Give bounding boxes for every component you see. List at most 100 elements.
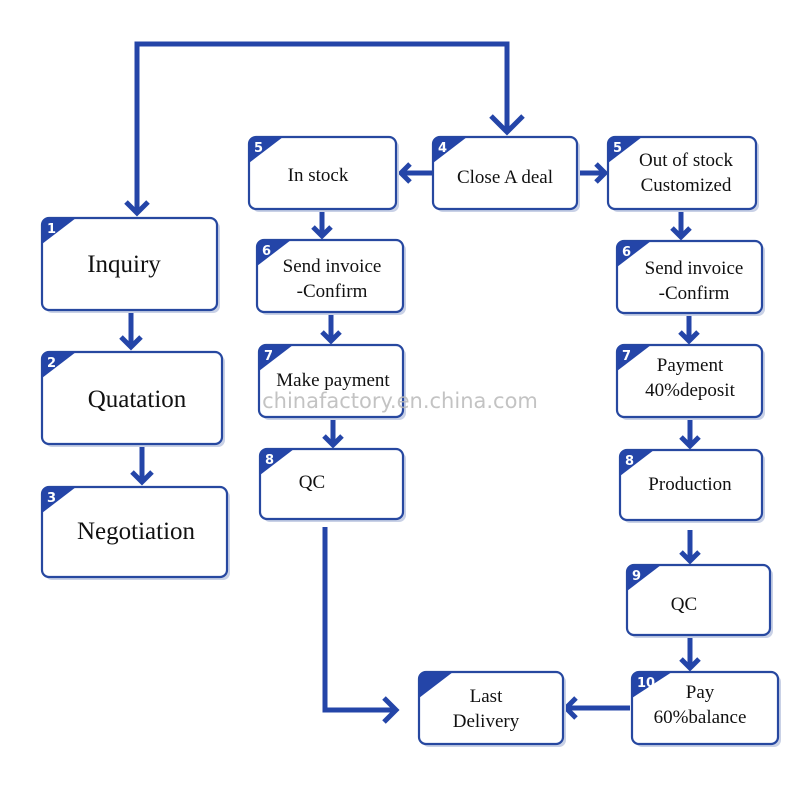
step-badge-icon	[433, 137, 467, 163]
arrow-head-icon	[130, 470, 154, 486]
arrow-head-icon	[678, 330, 700, 345]
step-number: 10	[637, 676, 655, 691]
step-box	[431, 135, 579, 211]
step-number: 2	[47, 356, 56, 371]
step-box	[615, 239, 764, 315]
arrow-head-icon	[320, 330, 342, 345]
step-label: Inquiry	[87, 251, 161, 278]
step-number: 5	[613, 141, 622, 156]
step-number: 4	[438, 141, 447, 156]
step-box	[630, 670, 780, 746]
arrow-head-icon	[489, 114, 525, 136]
step-badge-icon	[632, 672, 672, 698]
step-badge-icon	[419, 672, 453, 698]
step-deposit: 7 Payment 40%deposit	[615, 343, 765, 420]
step-box	[258, 447, 405, 521]
arrow-head-icon	[679, 550, 701, 565]
step-label: Negotiation	[77, 518, 196, 545]
step-label: Make payment	[276, 370, 390, 391]
step-badge-icon	[627, 565, 661, 591]
step-box	[247, 135, 398, 211]
step-label: 60%balance	[654, 707, 747, 728]
arrow-head-icon	[322, 434, 344, 449]
step-label: Send invoice	[645, 258, 744, 279]
step-box	[255, 238, 405, 314]
step-box	[40, 350, 224, 446]
step-badge-icon	[42, 352, 76, 378]
connector-qc-to-delivery	[322, 527, 394, 713]
arrow-head-icon	[397, 162, 412, 184]
step-box	[615, 343, 764, 419]
step-number: 7	[622, 349, 631, 364]
step-balance: 10 Pay 60%balance	[630, 670, 781, 747]
step-label: Pay	[686, 682, 715, 703]
step-box	[257, 343, 405, 419]
step-label: QC	[299, 472, 325, 493]
step-label: -Confirm	[659, 283, 730, 304]
step-box	[40, 216, 219, 312]
step-label: Customized	[641, 175, 732, 196]
arrow-head-icon	[311, 225, 333, 240]
step-badge-icon	[617, 345, 651, 371]
watermark: chinafactory.en.china.com	[262, 389, 538, 413]
step-badge-icon	[617, 241, 651, 267]
step-number: 7	[264, 349, 273, 364]
arrow-head-icon	[679, 657, 701, 672]
step-in-stock: 5 In stock	[247, 135, 399, 212]
step-label: Production	[648, 474, 732, 495]
step-badge-icon	[608, 137, 642, 163]
step-number: 1	[47, 222, 56, 237]
step-label: Payment	[657, 355, 724, 376]
step-box	[606, 135, 758, 211]
step-badge-icon	[257, 240, 291, 266]
step-box	[417, 670, 565, 746]
step-badge-icon	[620, 450, 654, 476]
step-label: Quatation	[88, 386, 187, 413]
step-qc-left: 8QC	[258, 447, 406, 522]
flow-connectors	[119, 41, 701, 724]
step-badge-icon	[42, 487, 76, 513]
step-label: Out of stock	[639, 150, 733, 171]
step-box	[40, 485, 229, 579]
step-badge-icon	[259, 345, 293, 371]
arrow-head-icon	[679, 435, 701, 450]
step-label: Delivery	[453, 711, 520, 732]
step-number: 3	[47, 491, 56, 506]
arrow-head-icon	[382, 696, 400, 724]
step-number: 8	[265, 453, 274, 468]
step-badge-icon	[249, 137, 283, 163]
step-qc-right: 9QC	[625, 563, 773, 638]
step-badge-icon	[42, 218, 76, 244]
step-number: 6	[262, 244, 271, 259]
step-label: Last	[470, 686, 503, 707]
step-label: Send invoice	[283, 256, 382, 277]
step-label: In stock	[288, 165, 349, 186]
step-number: 5	[254, 141, 263, 156]
arrow-head-icon	[119, 335, 143, 351]
step-number: 8	[625, 454, 634, 469]
arrow-head-icon	[670, 226, 692, 241]
step-label: QC	[671, 594, 697, 615]
step-label: Close A deal	[457, 167, 553, 188]
arrow-head-icon	[124, 200, 150, 217]
step-box	[625, 563, 772, 637]
step-label: -Confirm	[297, 281, 368, 302]
arrow-head-icon	[594, 162, 609, 184]
step-number: 9	[632, 569, 641, 584]
step-number: 6	[622, 245, 631, 260]
step-box	[618, 448, 764, 522]
step-label: 40%deposit	[645, 380, 735, 401]
connector-inquiry-to-close-deal	[134, 41, 510, 210]
